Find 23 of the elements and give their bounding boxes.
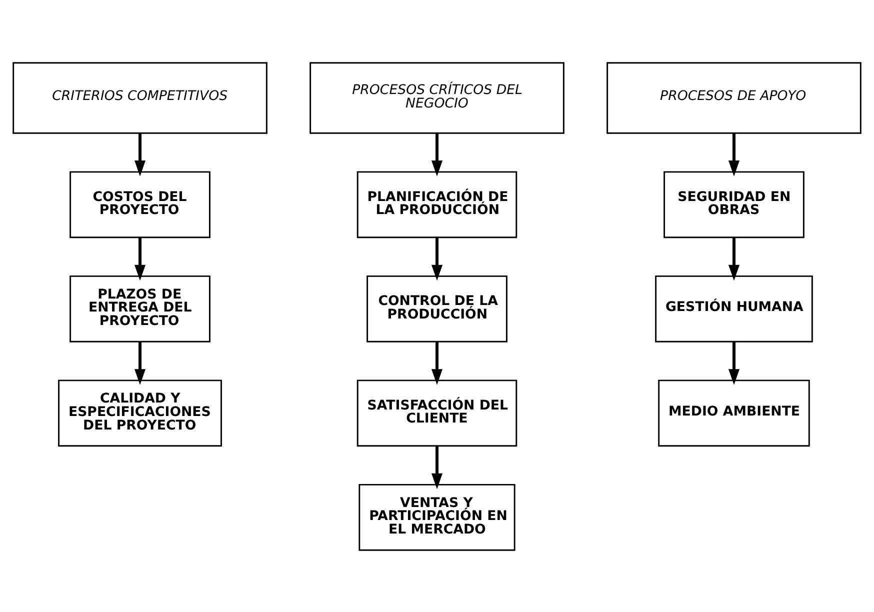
node-box: PROCESOS DE APOYO xyxy=(606,62,862,134)
arrow xyxy=(728,237,740,280)
node-box: VENTAS Y PARTICIPACIÓN EN EL MERCADO xyxy=(358,483,516,550)
node-box: PLANIFICACIÓN DE LA PRODUCCIÓN xyxy=(356,170,518,238)
node-box: GESTIÓN HUMANA xyxy=(655,274,813,342)
node-box: MEDIO AMBIENTE xyxy=(658,379,810,446)
arrow xyxy=(431,446,443,489)
node-box: SATISFACCIÓN DEL CLIENTE xyxy=(356,379,518,446)
arrow xyxy=(431,237,443,280)
node-box: CRITERIOS COMPETITIVOS xyxy=(12,62,268,134)
node-box: CONTROL DE LA PRODUCCIÓN xyxy=(366,274,508,342)
arrow xyxy=(134,237,146,280)
arrow xyxy=(431,341,443,384)
arrow xyxy=(134,341,146,384)
node-box: CALIDAD Y ESPECIFICACIONES DEL PROYECTO xyxy=(58,379,222,446)
arrow xyxy=(431,132,443,176)
arrow xyxy=(728,341,740,384)
arrow xyxy=(134,132,146,176)
node-box: PLAZOS DE ENTREGA DEL PROYECTO xyxy=(70,274,210,342)
node-box: SEGURIDAD EN OBRAS xyxy=(664,170,804,238)
node-box: PROCESOS CRÍTICOS DEL NEGOCIO xyxy=(310,62,564,134)
arrow xyxy=(728,132,740,176)
node-box: COSTOS DEL PROYECTO xyxy=(70,170,210,238)
